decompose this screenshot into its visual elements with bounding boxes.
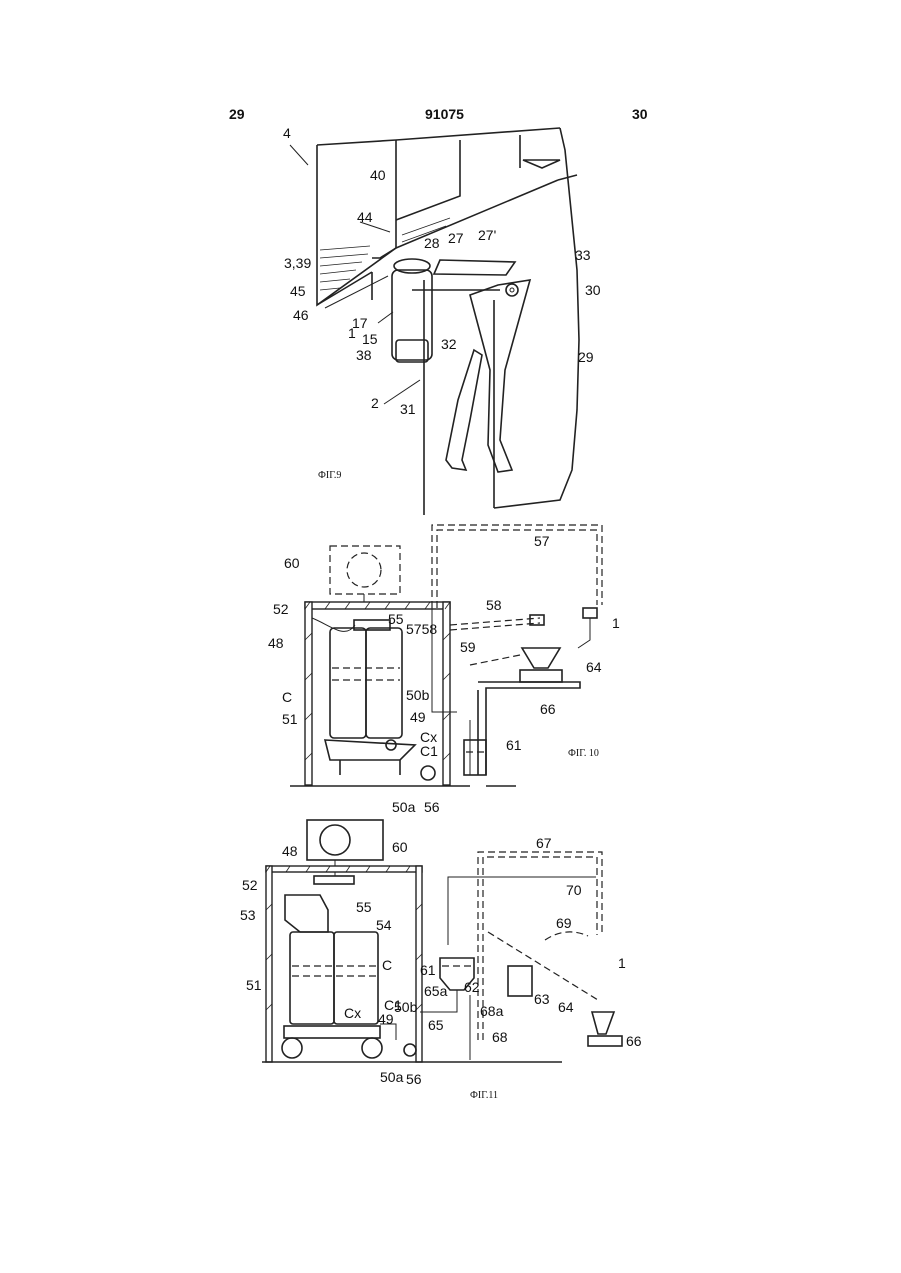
fig11-label: 64 xyxy=(558,999,574,1015)
fig9-label: 46 xyxy=(293,307,309,323)
fig11-label: 60 xyxy=(392,839,408,855)
fig9-label: 33 xyxy=(575,247,591,263)
fig11-label: 54 xyxy=(376,917,392,933)
fig11-label: C xyxy=(382,957,392,973)
fig9-label: 40 xyxy=(370,167,386,183)
fig9-label: 30 xyxy=(585,282,601,298)
fig10-label: 64 xyxy=(586,659,602,675)
fig11-label: 69 xyxy=(556,915,572,931)
fig10-caption: ФІГ. 10 xyxy=(568,748,599,759)
fig11-label: Cx xyxy=(344,1005,361,1021)
fig9-label: 15 xyxy=(362,331,378,347)
fig9-label: 1 xyxy=(348,325,356,341)
fig9-label: 4 xyxy=(283,125,291,141)
fig11-label: 51 xyxy=(246,977,262,993)
fig9-label: 27 xyxy=(448,230,464,246)
fig10-label: 61 xyxy=(506,737,522,753)
fig11-label: 66 xyxy=(626,1033,642,1049)
fig9-label: 44 xyxy=(357,209,373,225)
figure-10-drawing xyxy=(290,525,602,786)
fig10-label: 51 xyxy=(282,711,298,727)
fig9-label: 29 xyxy=(578,349,594,365)
figure-9-drawing xyxy=(290,128,579,515)
fig10-label: 1 xyxy=(612,615,620,631)
fig11-label: 56 xyxy=(406,1071,422,1087)
fig11-label: 48 xyxy=(282,843,298,859)
fig10-label: C xyxy=(282,689,292,705)
fig11-label: 53 xyxy=(240,907,256,923)
fig10-label: 50b xyxy=(406,687,430,703)
fig10-label: 58 xyxy=(486,597,502,613)
fig9-label: 45 xyxy=(290,283,306,299)
fig11-label: 63 xyxy=(534,991,550,1007)
fig10-label: 56 xyxy=(424,799,440,815)
fig10-label: 48 xyxy=(268,635,284,651)
fig11-label: 62 xyxy=(464,979,480,995)
fig10-label: 49 xyxy=(410,709,426,725)
fig10-label: 5758 xyxy=(406,621,437,637)
fig9-label: 31 xyxy=(400,401,416,417)
fig11-label: 1 xyxy=(618,955,626,971)
fig9-caption: ФІГ.9 xyxy=(318,470,341,481)
fig11-label: 49 xyxy=(378,1011,394,1027)
fig9-label: 27' xyxy=(478,227,496,243)
fig11-label: 65a xyxy=(424,983,448,999)
fig11-label: 50a xyxy=(380,1069,404,1085)
fig11-caption: ФІГ.11 xyxy=(470,1090,498,1101)
fig11-label: 68 xyxy=(492,1029,508,1045)
fig9-label: 3,39 xyxy=(284,255,311,271)
fig9-label: 38 xyxy=(356,347,372,363)
fig9-label: 32 xyxy=(441,336,457,352)
fig10-label: 57 xyxy=(534,533,550,549)
fig9-label: 28 xyxy=(424,235,440,251)
fig11-label: 61 xyxy=(420,962,436,978)
fig10-label: 52 xyxy=(273,601,289,617)
fig11-label: 67 xyxy=(536,835,552,851)
fig11-label: 55 xyxy=(356,899,372,915)
fig11-label: 68a xyxy=(480,1003,504,1019)
fig10-label: 66 xyxy=(540,701,556,717)
fig11-label: 65 xyxy=(428,1017,444,1033)
fig10-label: 59 xyxy=(460,639,476,655)
fig10-label: 60 xyxy=(284,555,300,571)
fig10-label: 55 xyxy=(388,611,404,627)
fig11-label: 70 xyxy=(566,882,582,898)
fig10-label: C1 xyxy=(420,743,438,759)
fig11-label: 52 xyxy=(242,877,258,893)
fig10-label: 50a xyxy=(392,799,416,815)
fig9-label: 2 xyxy=(371,395,379,411)
